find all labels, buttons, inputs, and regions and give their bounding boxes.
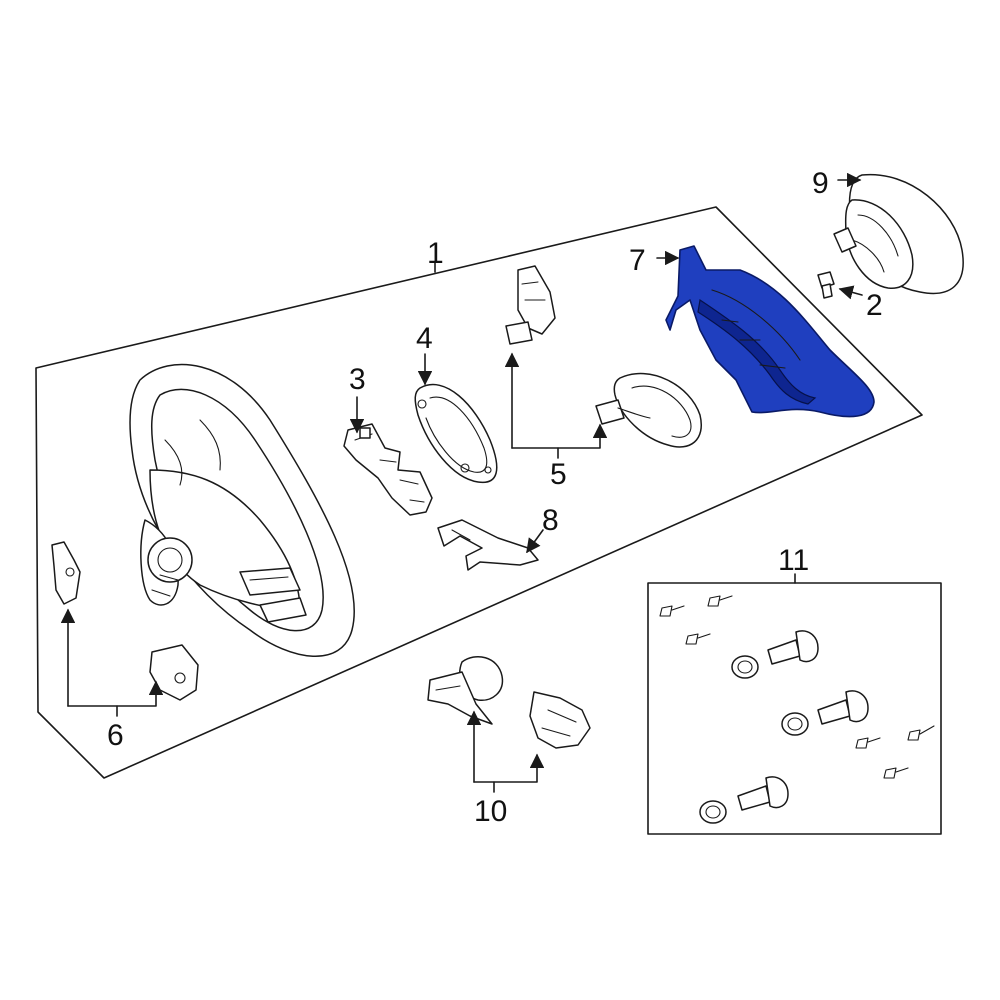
callout-3: 3 [349,363,366,396]
callout-7: 7 [629,244,646,277]
part-2-screw[interactable] [817,271,835,299]
callout-1: 1 [427,237,444,270]
assembly-outline [35,206,923,779]
callout-11: 11 [778,544,809,577]
callout-9: 9 [812,167,829,200]
part-4-ring-plate[interactable] [414,383,498,484]
leader-lines [60,172,863,793]
steering-wheel[interactable] [129,363,356,657]
part-6-paddle-lower[interactable] [149,644,199,701]
callout-2: 2 [866,289,883,322]
part-5-upper-bracket[interactable] [505,265,556,345]
part-10-switch-right[interactable] [529,691,591,749]
part-3-switch-bracket[interactable] [343,423,433,516]
part-7-highlighted-cover[interactable] [665,245,875,418]
part-6-paddle-upper[interactable] [51,541,81,605]
callout-6: 6 [107,719,124,752]
callout-10: 10 [474,795,507,828]
kit-box [647,582,942,835]
callouts: 1 2 3 4 5 6 7 8 9 10 11 [107,167,883,828]
part-8-trim-cover[interactable] [437,519,539,571]
part-5-lower-module[interactable] [595,372,702,448]
callout-8: 8 [542,504,559,537]
callout-5: 5 [550,458,567,491]
part-9-airbag[interactable] [833,173,964,295]
part-11-kit-contents[interactable] [659,595,935,824]
part-10-switch-left[interactable] [427,656,504,725]
callout-4: 4 [416,322,433,355]
